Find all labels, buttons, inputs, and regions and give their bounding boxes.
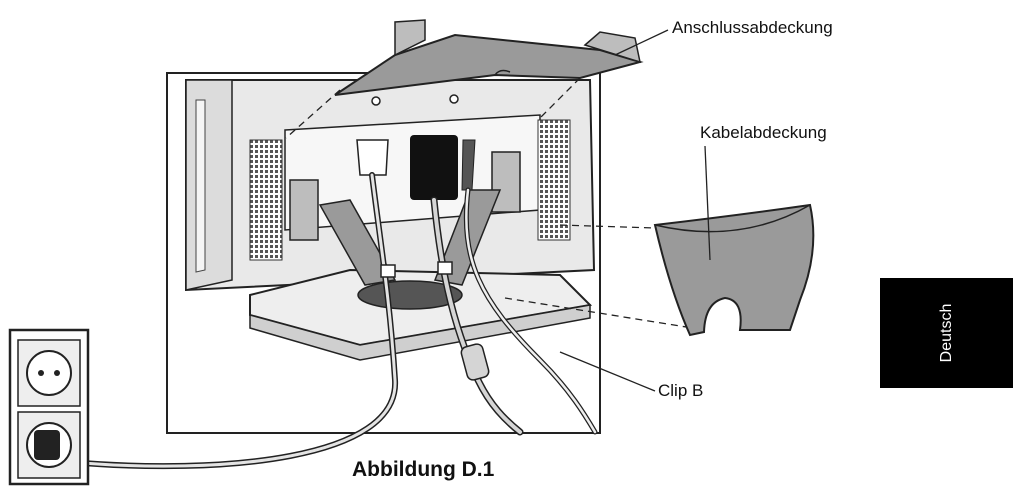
wall-socket — [8, 328, 90, 486]
monitor-back — [185, 79, 596, 292]
figure-caption: Abbildung D.1 — [352, 458, 495, 481]
outlet-top — [26, 350, 72, 396]
power-plug — [34, 430, 60, 460]
port-cover-label: Anschlussabdeckung — [672, 18, 833, 37]
ferrite-core — [460, 343, 490, 381]
language-tab-label: Deutsch — [937, 303, 955, 363]
vga-connector — [410, 135, 458, 200]
clip-label: Clip B — [658, 381, 704, 400]
guide-lines — [285, 77, 706, 331]
clip-b — [437, 261, 453, 275]
vent-grille-right — [537, 119, 571, 241]
cable-cover — [653, 203, 815, 337]
clip-a — [380, 264, 396, 278]
port-cover — [334, 19, 644, 96]
vent-grille-left — [249, 139, 283, 261]
cable-cover-label: Kabelabdeckung — [700, 123, 827, 142]
language-tab: Deutsch — [880, 278, 1013, 388]
cable-connectors — [356, 135, 476, 200]
callout-lines — [559, 29, 711, 392]
